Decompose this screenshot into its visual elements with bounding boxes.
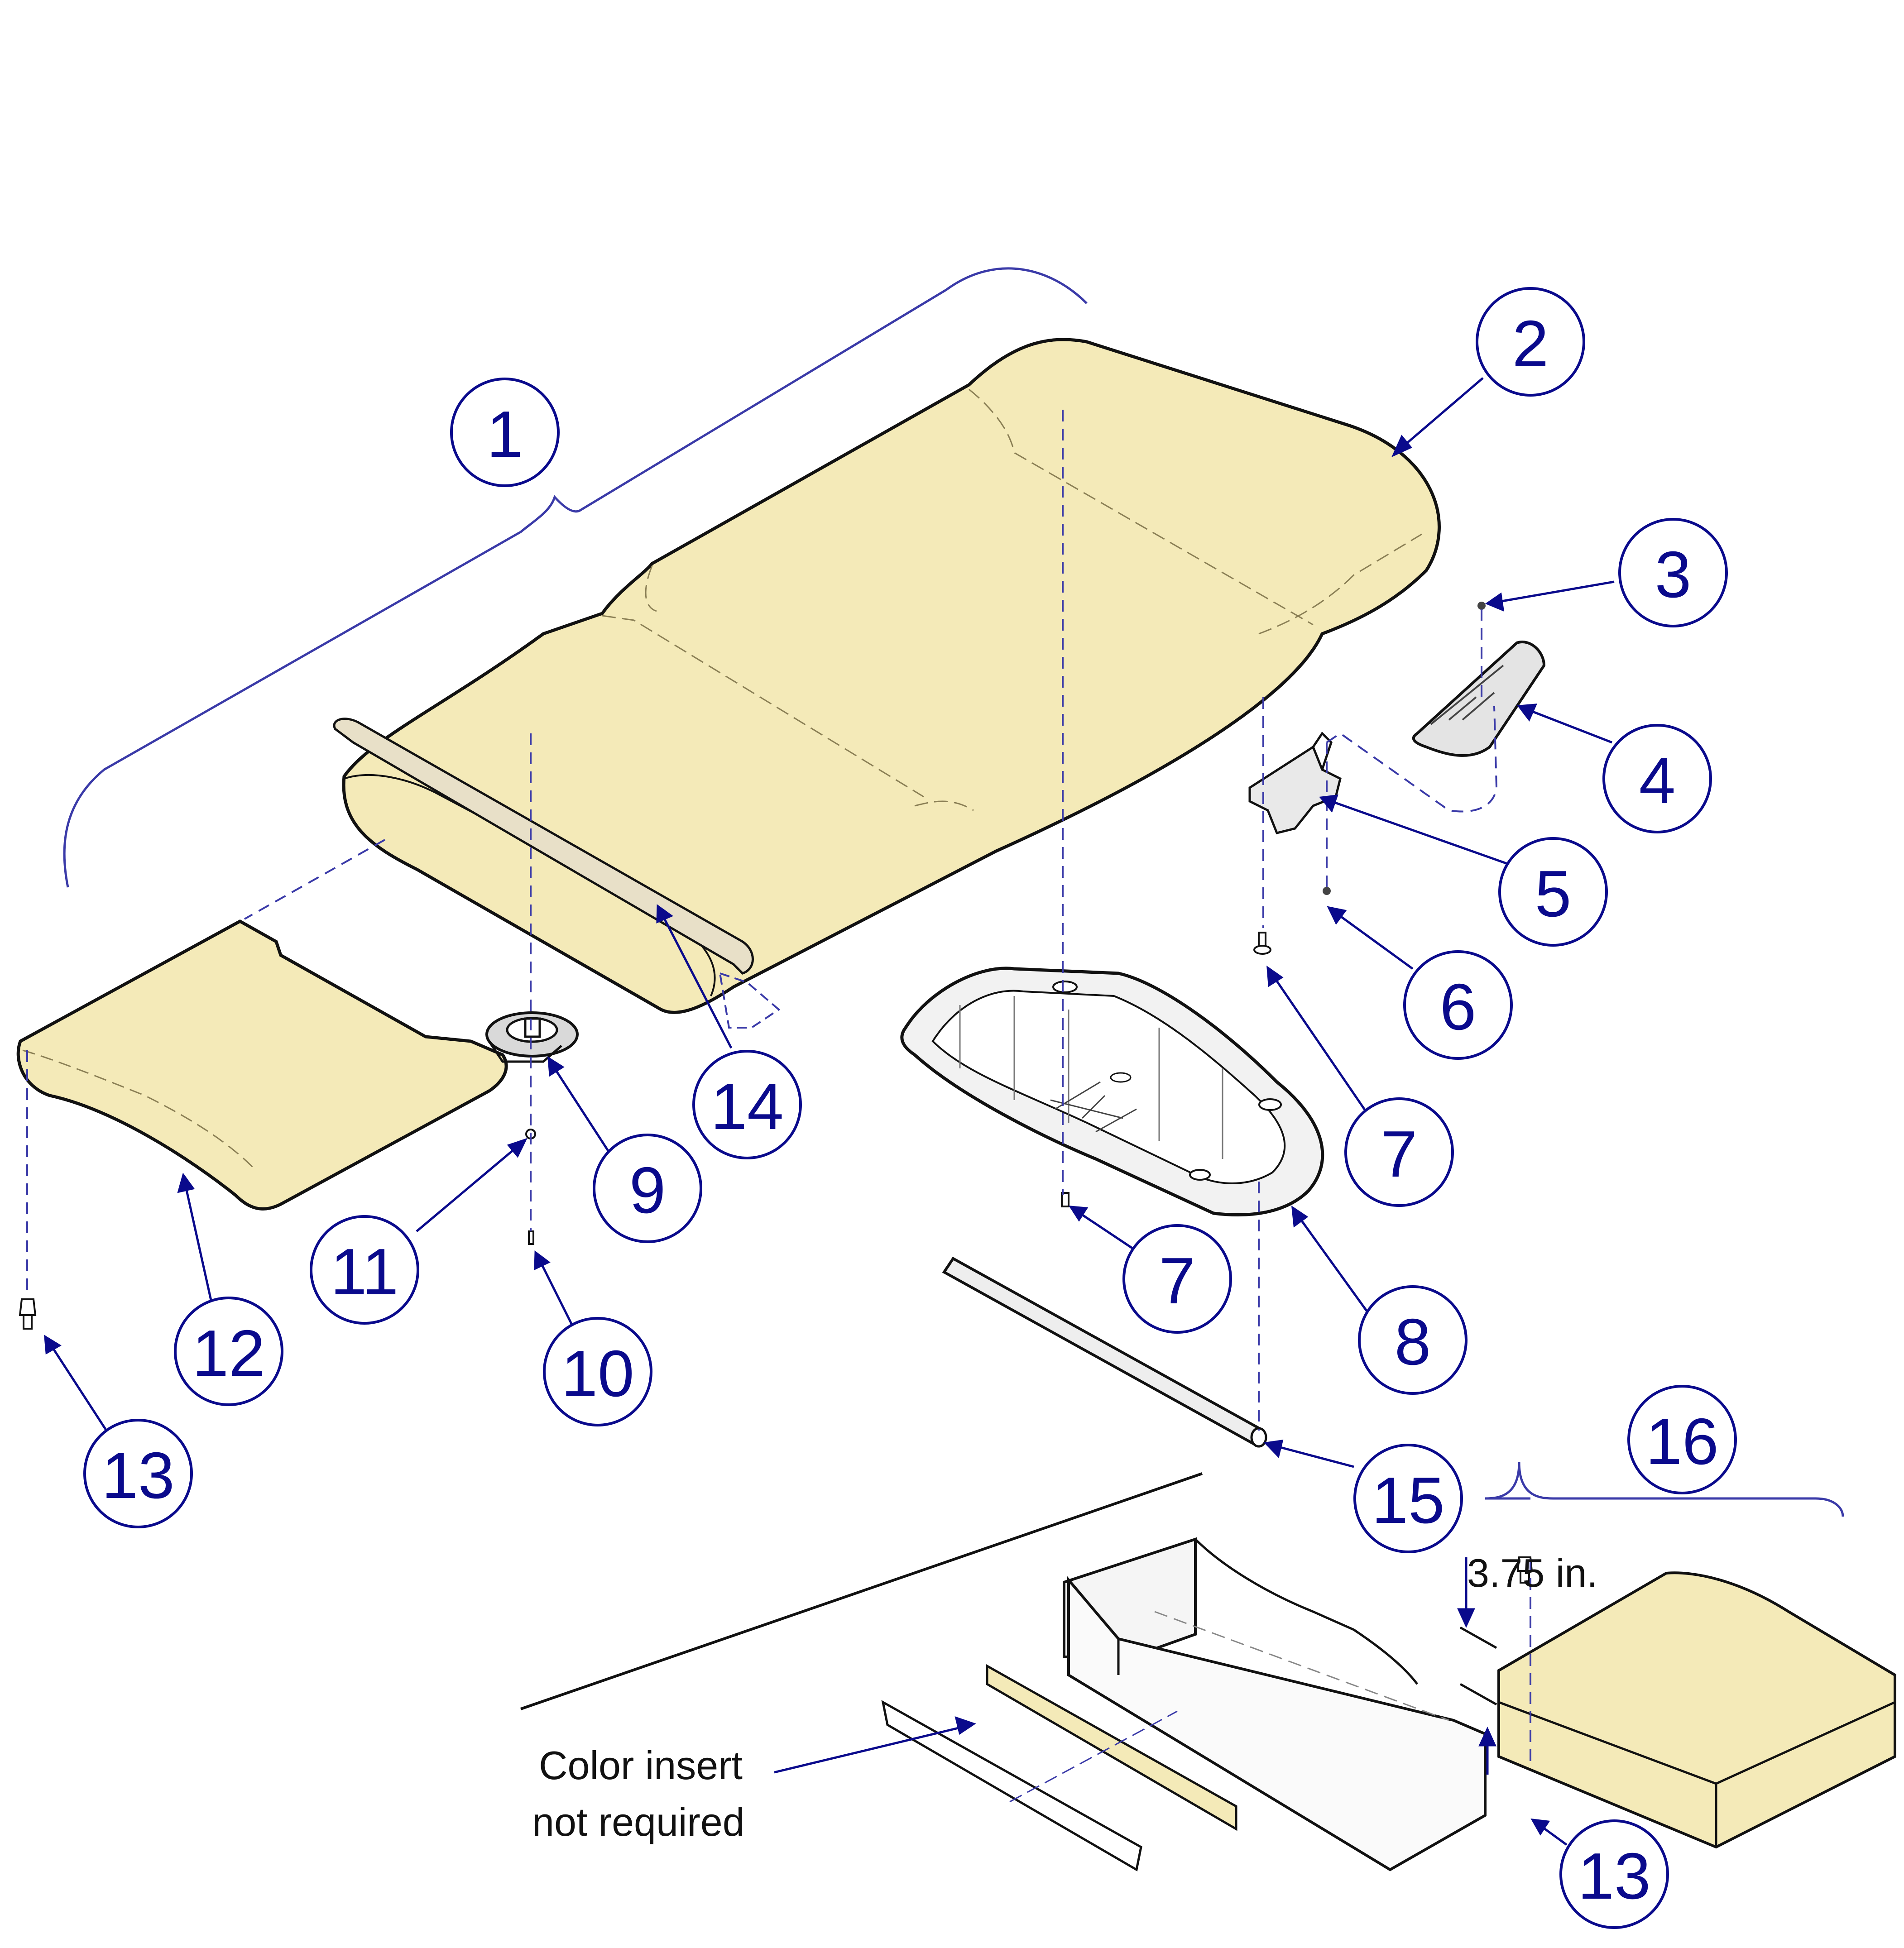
callout-number: 7 <box>1159 1244 1196 1317</box>
callout-circle <box>1122 1224 1232 1334</box>
mounting-bracket-part <box>1248 732 1342 834</box>
callout-number: 14 <box>710 1070 783 1143</box>
callout-circle <box>1498 837 1608 947</box>
dimension-label: 3.75 in. <box>1467 1551 1598 1595</box>
headrest-shell-part <box>900 967 1324 1216</box>
callout-number: 16 <box>1645 1405 1718 1478</box>
callout-circle <box>1602 724 1712 833</box>
callout-4: 4 <box>1602 724 1712 833</box>
color-insert-label-line2: not required <box>532 1800 745 1844</box>
callout-number: 15 <box>1372 1464 1444 1537</box>
callout-circle <box>1353 1444 1463 1553</box>
callout-circle <box>1358 1285 1468 1395</box>
foot-cushion-part <box>16 919 508 1211</box>
drawer-section <box>520 1472 1487 1871</box>
callout-circle <box>543 1317 652 1426</box>
callout-14: 14 <box>692 1050 802 1159</box>
callout-7: 7 <box>1122 1224 1232 1334</box>
callout-circle <box>692 1050 802 1159</box>
callout-number: 6 <box>1440 970 1477 1043</box>
callout-number: 10 <box>561 1337 634 1410</box>
callout-13: 13 <box>1559 1819 1669 1929</box>
callout-circle <box>174 1297 283 1406</box>
callout-number: 9 <box>629 1153 666 1227</box>
callout-number: 13 <box>101 1439 174 1512</box>
callout-circle <box>450 378 560 487</box>
leader-arrows <box>44 377 1615 1846</box>
callout-circle <box>310 1215 419 1325</box>
trim-strip-part <box>333 718 781 1029</box>
callout-9: 9 <box>593 1134 702 1243</box>
cover-bracket-part <box>1412 641 1546 757</box>
callout-10: 10 <box>543 1317 652 1426</box>
callout-circle <box>1627 1385 1737 1494</box>
knob-base-part <box>485 1011 579 1063</box>
callout-circle <box>1403 950 1513 1060</box>
callout-number: 5 <box>1535 857 1572 930</box>
callout-6: 6 <box>1403 950 1513 1060</box>
callout-number: 13 <box>1578 1839 1650 1913</box>
callout-8: 8 <box>1358 1285 1468 1395</box>
callout-number: 8 <box>1395 1305 1431 1378</box>
callout-3: 3 <box>1618 518 1728 627</box>
callout-number: 12 <box>192 1316 265 1390</box>
callout-number: 3 <box>1655 538 1692 611</box>
callout-11: 11 <box>310 1215 419 1325</box>
seat-cushion-part <box>342 338 1441 1014</box>
callout-circle <box>593 1134 702 1243</box>
callout-12: 12 <box>174 1297 283 1406</box>
callout-number: 2 <box>1512 307 1549 380</box>
callout-circle <box>1559 1819 1669 1929</box>
callout-16: 16 <box>1627 1385 1737 1494</box>
callout-7: 7 <box>1344 1097 1454 1207</box>
callout-number: 11 <box>331 1235 399 1308</box>
assembly-1-brace <box>63 267 1088 888</box>
callout-circle <box>1476 287 1585 397</box>
callout-15: 15 <box>1353 1444 1463 1553</box>
callout-2: 2 <box>1476 287 1585 397</box>
callout-circle <box>1344 1097 1454 1207</box>
hardware-parts <box>19 602 1533 1584</box>
callout-number: 7 <box>1381 1117 1418 1191</box>
alignment-lines <box>26 410 1531 1761</box>
rod-part <box>942 1257 1267 1448</box>
callout-number: 1 <box>487 397 523 471</box>
seat-pad-part <box>1459 1462 1896 1849</box>
callout-circle <box>1618 518 1728 627</box>
callout-13: 13 <box>83 1419 193 1528</box>
callout-number: 4 <box>1639 744 1676 817</box>
callout-1: 1 <box>450 378 560 487</box>
color-insert-label-line1: Color insert <box>539 1743 743 1788</box>
callout-circle <box>83 1419 193 1528</box>
callout-5: 5 <box>1498 837 1608 947</box>
